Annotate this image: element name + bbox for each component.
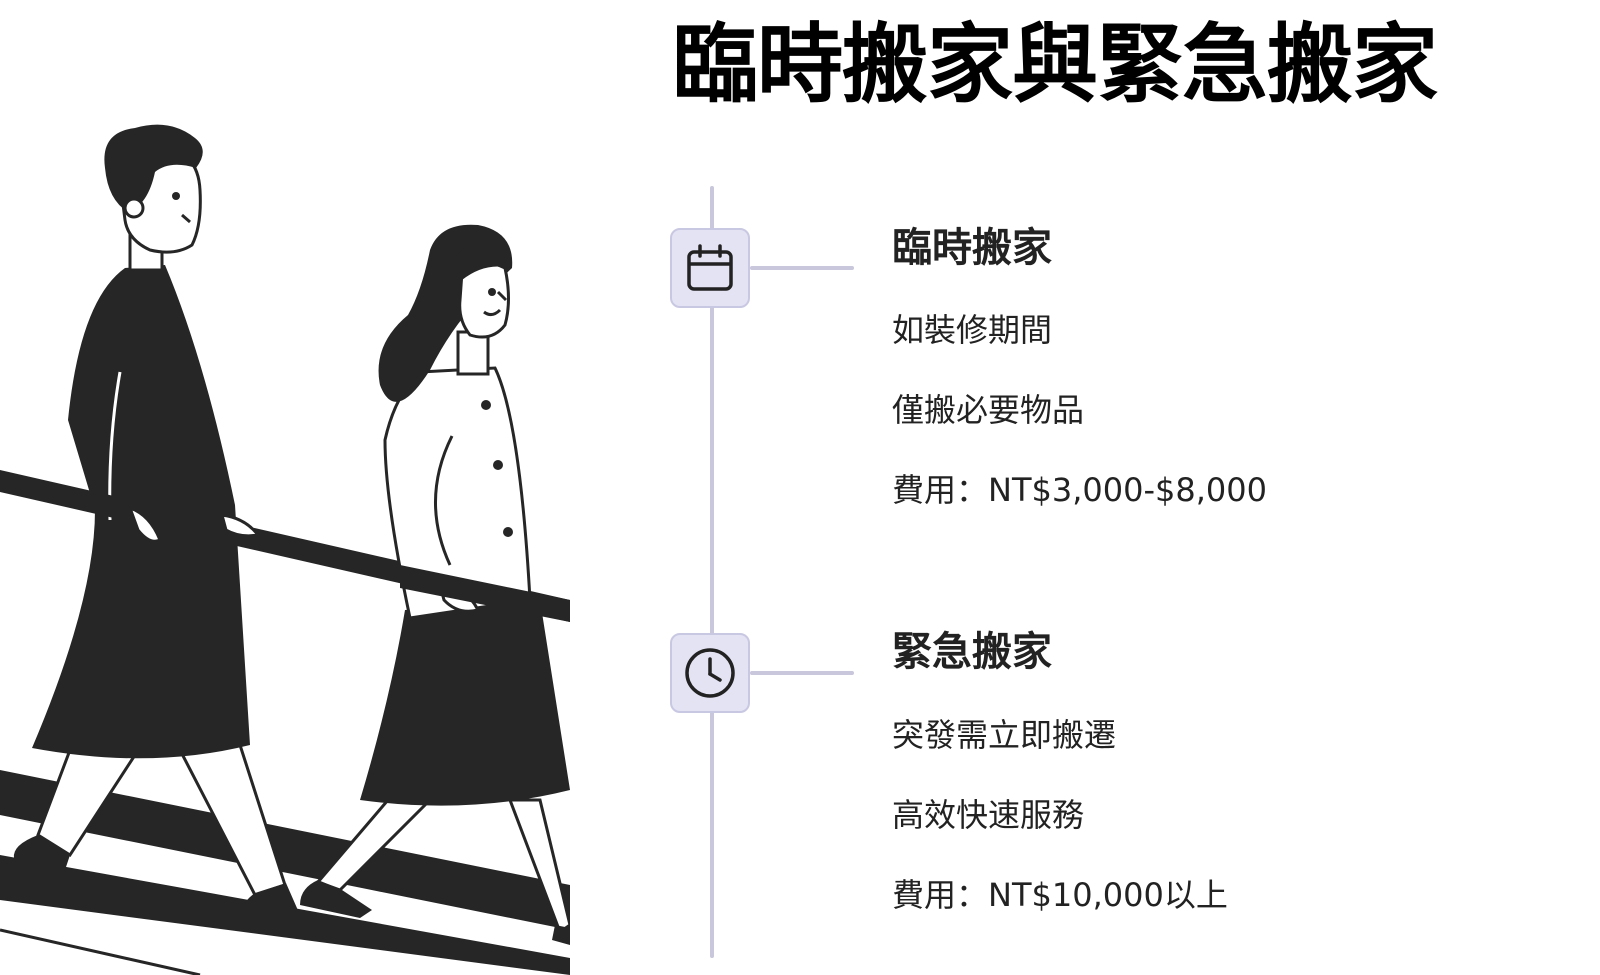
- timeline-line: [710, 186, 714, 958]
- escalator-people-illustration: [0, 124, 570, 975]
- calendar-icon: [687, 244, 733, 291]
- timeline-connector-temporary: [750, 266, 854, 270]
- clock-icon: [685, 648, 735, 698]
- section-line-emergency-3: 費用：NT$10,000以上: [892, 876, 1228, 914]
- section-line-temporary-3: 費用：NT$3,000-$8,000: [892, 471, 1267, 509]
- section-line-temporary-1: 如裝修期間: [892, 311, 1053, 349]
- timeline-node-emergency: [670, 633, 750, 713]
- section-title-temporary: 臨時搬家: [892, 225, 1052, 271]
- page-title: 臨時搬家與緊急搬家: [672, 15, 1438, 115]
- section-line-emergency-1: 突發需立即搬遷: [892, 716, 1117, 754]
- escalator-step-band: [0, 770, 570, 930]
- section-title-emergency: 緊急搬家: [892, 629, 1052, 675]
- section-line-temporary-2: 僅搬必要物品: [892, 391, 1085, 429]
- timeline-connector-emergency: [750, 671, 854, 675]
- woman-figure: [300, 224, 570, 945]
- timeline-node-temporary: [670, 228, 750, 308]
- section-line-emergency-2: 高效快速服務: [892, 796, 1085, 834]
